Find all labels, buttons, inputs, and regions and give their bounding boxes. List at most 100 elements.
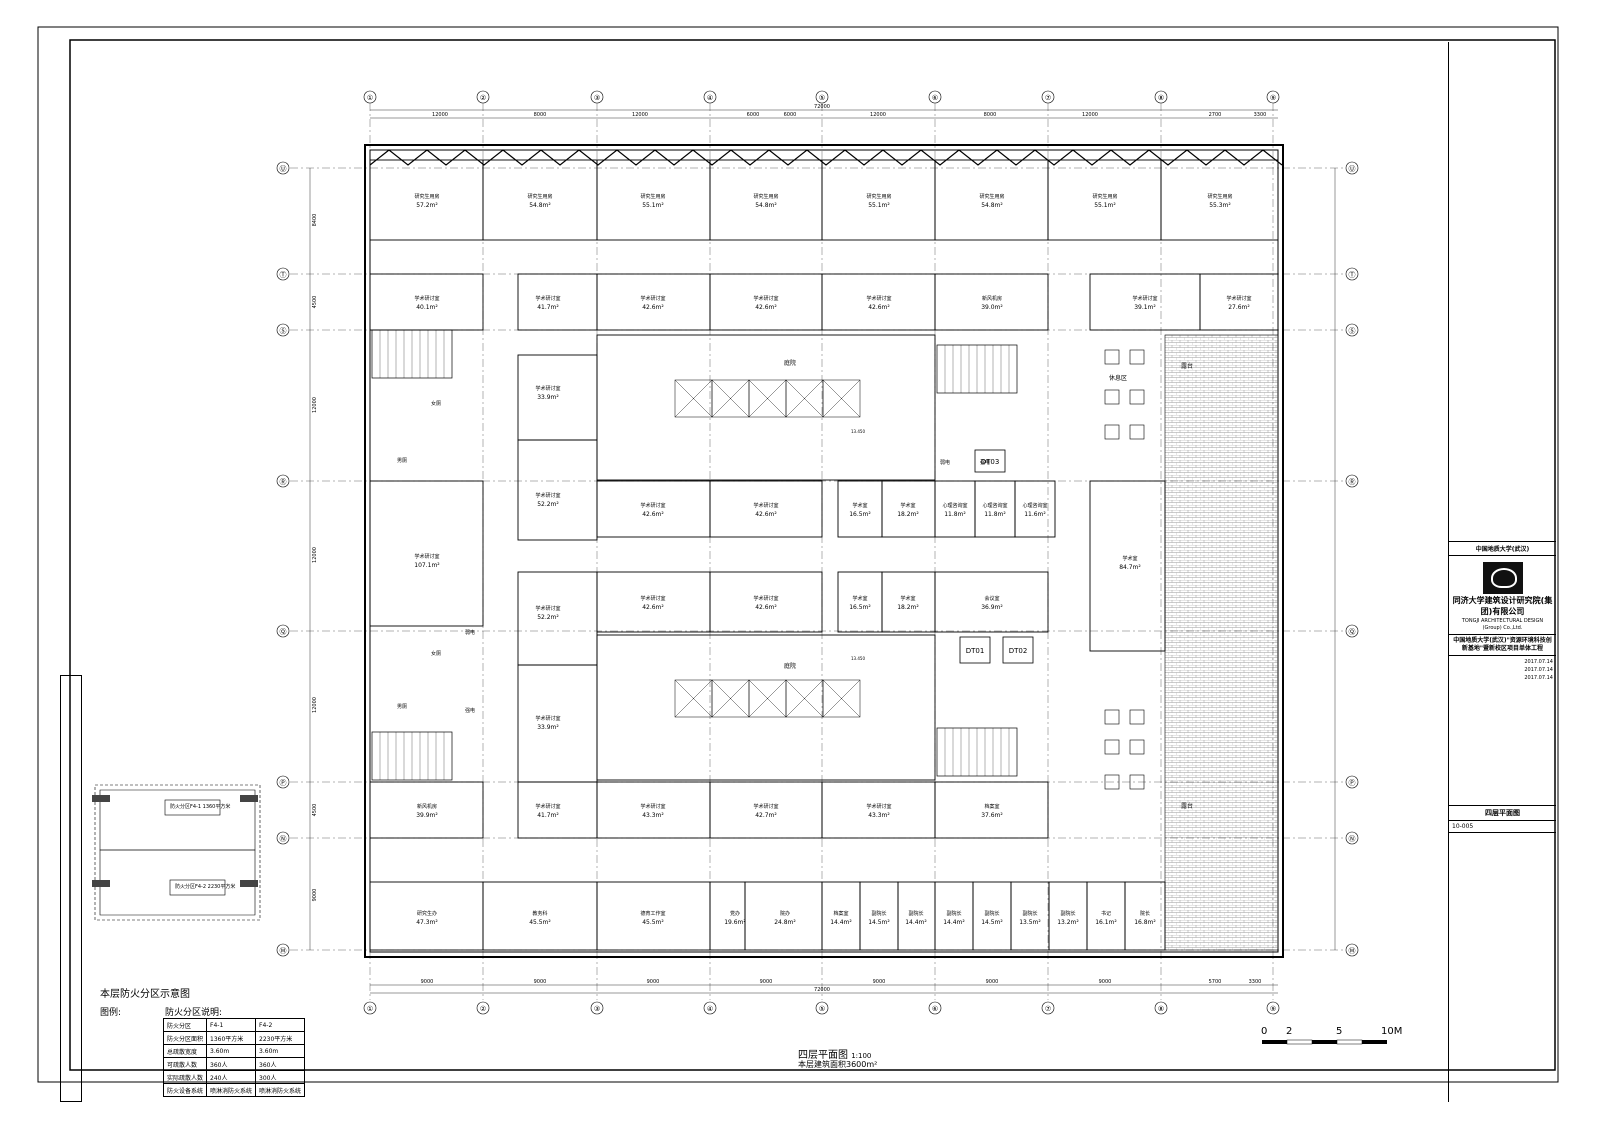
room-area: 54.8m² xyxy=(755,202,777,209)
room-name: 学术室 xyxy=(852,595,867,602)
room-area: 54.8m² xyxy=(529,202,551,209)
room-area: 43.3m² xyxy=(642,812,664,819)
weak-room-label: 弱电 xyxy=(940,459,950,466)
room-area: 84.7m² xyxy=(1119,564,1141,571)
skylight-cross xyxy=(748,679,787,718)
room-name: 学术室 xyxy=(1122,555,1137,562)
grid-bubble xyxy=(1154,90,1168,104)
room-outline xyxy=(369,480,484,627)
firm-logo-icon xyxy=(1482,562,1523,594)
room-outline xyxy=(821,781,936,839)
room-name: 研究生用房 xyxy=(640,193,665,200)
room-area: 37.6m² xyxy=(981,812,1003,819)
room-area: 19.6m² xyxy=(724,919,746,926)
room-outline xyxy=(934,480,976,538)
room-area: 16.1m² xyxy=(1095,919,1117,926)
table-icon xyxy=(1129,389,1145,405)
room-outline xyxy=(369,159,484,241)
skylight-cross xyxy=(711,379,750,418)
room-outline xyxy=(881,480,936,538)
room-area: 42.6m² xyxy=(755,604,777,611)
room-name: 院长 xyxy=(1140,910,1150,917)
table-icon xyxy=(1104,389,1120,405)
room-outline xyxy=(1199,273,1279,331)
room-outline xyxy=(369,781,484,839)
grid-label-row: Ⓣ xyxy=(280,271,287,279)
room-area: 36.9m² xyxy=(981,604,1003,611)
inner-wall-line xyxy=(369,149,1279,953)
room-area: 52.2m² xyxy=(537,614,559,621)
skylight-cell xyxy=(822,379,861,418)
table-icon xyxy=(1104,739,1120,755)
room-name: 学术研讨室 xyxy=(535,715,560,722)
skylight-cross xyxy=(674,379,713,418)
room-area: 55.1m² xyxy=(642,202,664,209)
grid-label-row: Ⓟ xyxy=(280,779,287,787)
room-area: 45.5m² xyxy=(529,919,551,926)
grid-label-row: Ⓢ xyxy=(1349,327,1356,335)
level-mark: 13.450 xyxy=(851,656,865,661)
room-name: 副院长 xyxy=(984,910,999,917)
firm-block: 同济大学建筑设计研究院(集团)有限公司 TONGJI ARCHITECTURAL… xyxy=(1449,556,1556,635)
room-area: 16.5m² xyxy=(849,511,871,518)
grid-label-col: ④ xyxy=(707,1005,713,1013)
courtyard-label: 庭院 xyxy=(784,662,796,670)
plan-area-note: 本层建筑面积3600m² xyxy=(798,1060,878,1069)
room-name: 档案室 xyxy=(984,803,999,810)
room-name: 学术研讨室 xyxy=(753,803,778,810)
skylight-cross xyxy=(785,379,824,418)
dim-text-top: 2700 xyxy=(1209,112,1222,118)
toilet-label: 男厕 xyxy=(397,704,407,710)
room-name: 学术研讨室 xyxy=(753,502,778,509)
dim-text-left: 4500 xyxy=(312,804,318,817)
grid-bubble xyxy=(1345,775,1359,789)
skylight-cross xyxy=(711,679,750,718)
fire-zone-2-label: 防火分区F4-2 2230平方米 xyxy=(175,884,236,890)
room-area: 42.6m² xyxy=(868,304,890,311)
room-name: 研究生用房 xyxy=(753,193,778,200)
room-name: 学术研讨室 xyxy=(753,595,778,602)
room-area: 16.8m² xyxy=(1134,919,1156,926)
grid-bubble xyxy=(363,90,377,104)
room-name: 学术研讨室 xyxy=(866,295,891,302)
skylight-cross xyxy=(785,679,824,718)
room-name: 学术研讨室 xyxy=(640,295,665,302)
room-name: 研究生用房 xyxy=(979,193,1004,200)
grid-bubble xyxy=(1041,90,1055,104)
room-name: 副院长 xyxy=(1022,910,1037,917)
dim-text-left: 4500 xyxy=(312,296,318,309)
grid-label-row: Ⓝ xyxy=(280,835,287,843)
grid-bubble xyxy=(1041,1001,1055,1015)
room-name: 研究生用房 xyxy=(1207,193,1232,200)
room-outline xyxy=(1160,159,1279,241)
grid-label-col: ⑤ xyxy=(819,94,825,102)
table-icon xyxy=(1104,709,1120,725)
grid-bubble xyxy=(1345,943,1359,957)
grid-bubble xyxy=(590,90,604,104)
grid-label-col: ⑧ xyxy=(1158,94,1164,102)
room-area: 14.4m² xyxy=(905,919,927,926)
grid-bubble xyxy=(590,1001,604,1015)
room-outline xyxy=(821,273,936,331)
room-area: 43.3m² xyxy=(868,812,890,819)
toilet-label: 女厕 xyxy=(431,650,441,657)
room-area: 18.2m² xyxy=(897,511,919,518)
grid-bubble xyxy=(476,1001,490,1015)
room-name: 心理咨询室 xyxy=(1022,502,1047,509)
grid-bubble xyxy=(815,1001,829,1015)
room-area: 107.1m² xyxy=(414,562,440,569)
outer-wall xyxy=(364,144,1284,958)
room-name: 研究生用房 xyxy=(866,193,891,200)
room-area: 39.0m² xyxy=(981,304,1003,311)
room-area: 40.1m² xyxy=(416,304,438,311)
grid-label-col: ⑥ xyxy=(932,1005,938,1013)
grid-bubble xyxy=(703,90,717,104)
room-name: 学术研讨室 xyxy=(640,502,665,509)
grid-bubble xyxy=(1345,267,1359,281)
room-name: 德育工作室 xyxy=(640,910,665,917)
room-outline xyxy=(482,159,598,241)
dim-text-bottom: 9000 xyxy=(873,979,886,985)
project-name: 中国地质大学(武汉)"资源环境科技创新基地"暨新校区项目单体工程 xyxy=(1449,635,1556,656)
room-area: 54.8m² xyxy=(981,202,1003,209)
grid-bubble xyxy=(928,1001,942,1015)
